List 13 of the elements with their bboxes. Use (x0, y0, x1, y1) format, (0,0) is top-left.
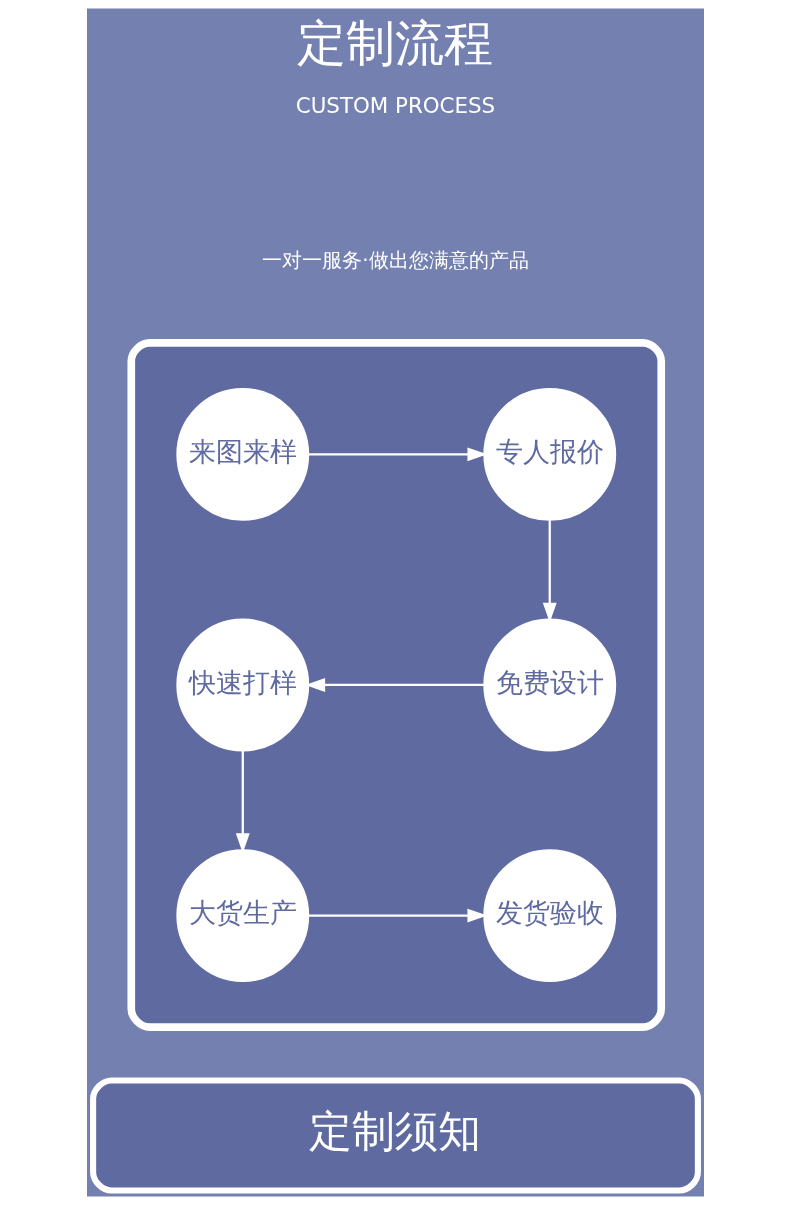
label: CUSTOM PROCESS (295, 93, 495, 119)
node-circle: 发货验收 (482, 849, 616, 982)
node-circle: 大货生产 (175, 849, 309, 982)
node-circle: 专人报价 (482, 387, 616, 521)
arrow (308, 447, 487, 462)
node-circle: 快速打样 (175, 618, 309, 752)
arrow (308, 908, 487, 923)
cluster (126, 339, 665, 1031)
label: 一对一服务·做出您满意的产品 (261, 249, 529, 273)
node-circle: 来图来样 (175, 387, 309, 521)
node-box: 定制须知 (89, 1077, 701, 1194)
diagram-title: 定制流程 (297, 14, 493, 72)
node-circle: 免费设计 (482, 618, 616, 752)
